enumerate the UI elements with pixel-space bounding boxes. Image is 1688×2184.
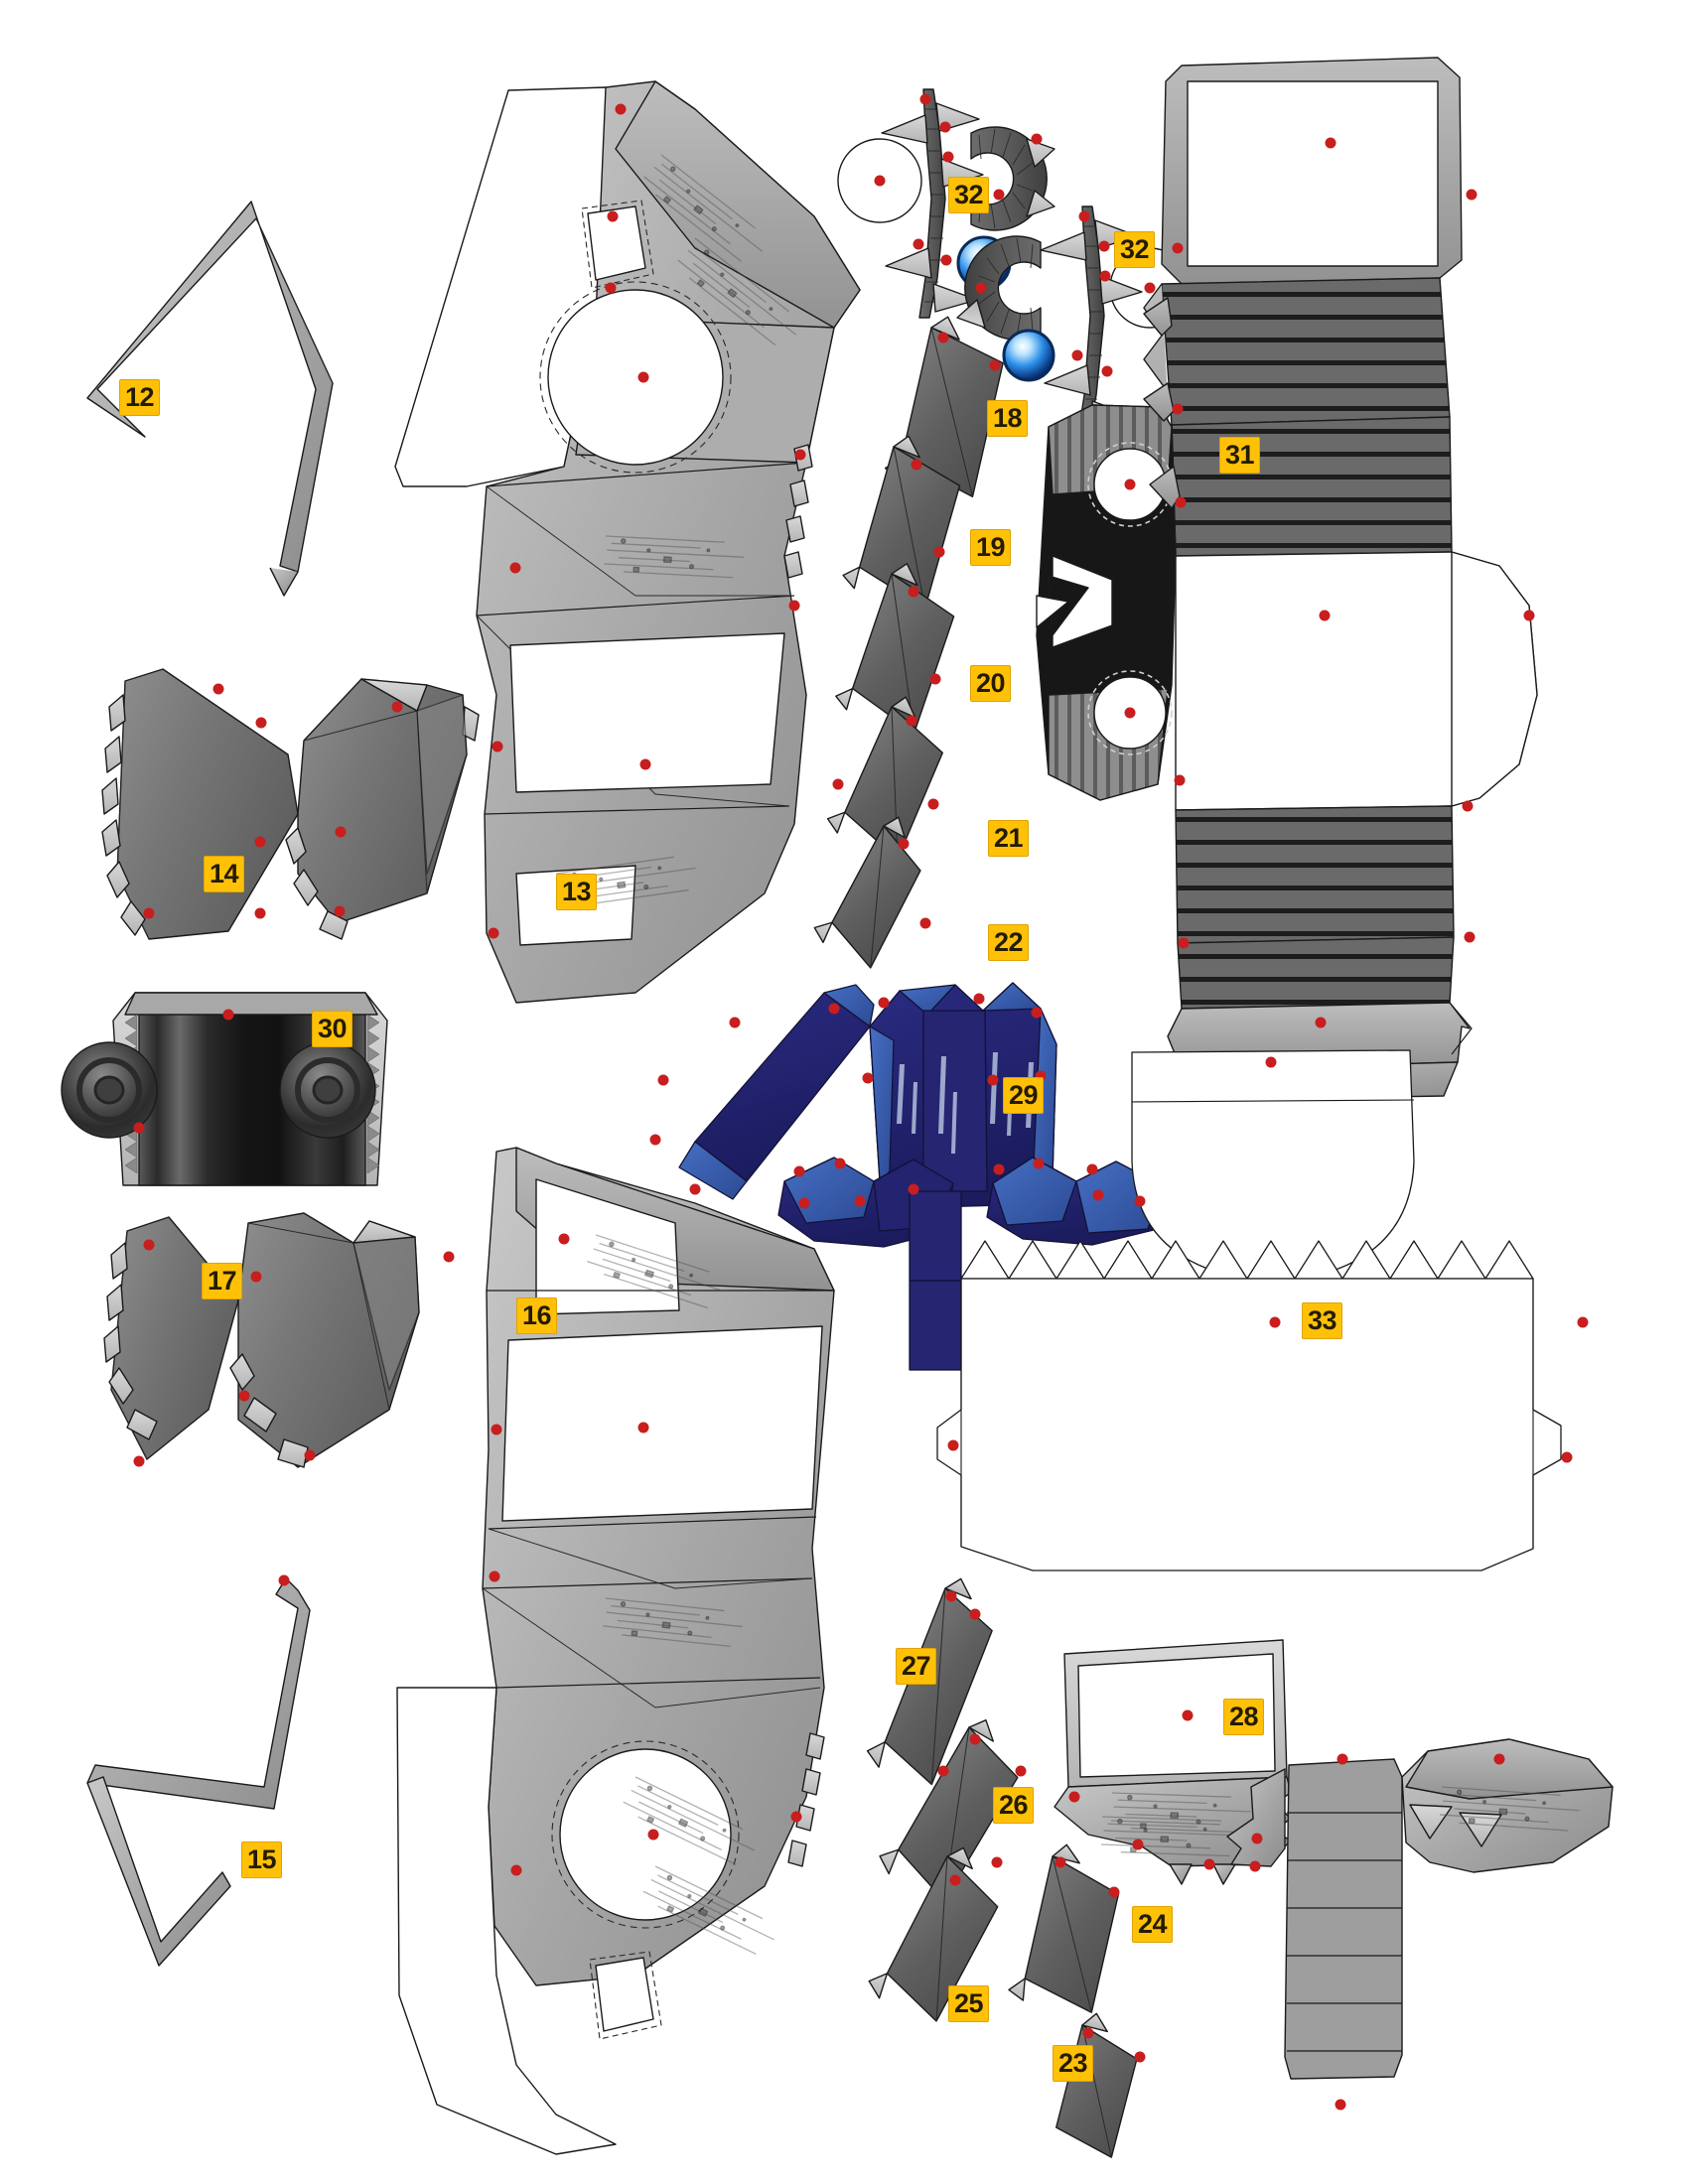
part-33-shape xyxy=(936,1049,1562,1571)
part-label-21[interactable]: 21 xyxy=(988,820,1030,857)
part-label-13[interactable]: 13 xyxy=(556,874,598,910)
part-label-24[interactable]: 24 xyxy=(1132,1906,1174,1943)
part-label-22[interactable]: 22 xyxy=(988,924,1030,961)
part-16-shape xyxy=(396,1147,835,2155)
part-label-28[interactable]: 28 xyxy=(1223,1699,1265,1735)
part-29-shape xyxy=(678,982,1163,1371)
part-13-shape xyxy=(394,80,861,1004)
part-17-shape xyxy=(103,1212,420,1468)
part-28-shape xyxy=(1054,1639,1614,2080)
part-15-shape xyxy=(86,1577,311,1967)
part-label-20[interactable]: 20 xyxy=(970,665,1012,702)
part-label-25[interactable]: 25 xyxy=(948,1985,990,2022)
part-label-23[interactable]: 23 xyxy=(1053,2045,1094,2082)
part-label-16[interactable]: 16 xyxy=(516,1297,558,1334)
part-label-19[interactable]: 19 xyxy=(970,529,1012,566)
part-label-18[interactable]: 18 xyxy=(987,400,1029,437)
part-label-17[interactable]: 17 xyxy=(202,1263,243,1299)
part-label-32b[interactable]: 32 xyxy=(1114,231,1156,268)
part-12-shape xyxy=(86,201,334,597)
blade-parts xyxy=(813,316,1138,2158)
part-label-12[interactable]: 12 xyxy=(119,379,161,416)
part-31-shape xyxy=(1036,57,1538,1101)
part-label-29[interactable]: 29 xyxy=(1003,1077,1045,1114)
part-label-33[interactable]: 33 xyxy=(1302,1302,1343,1339)
part-label-14[interactable]: 14 xyxy=(204,856,245,892)
part-label-15[interactable]: 15 xyxy=(241,1842,283,1878)
part-label-27[interactable]: 27 xyxy=(896,1648,937,1685)
part-label-32a[interactable]: 32 xyxy=(948,177,990,213)
part-14-shape xyxy=(101,668,480,940)
part-label-26[interactable]: 26 xyxy=(993,1787,1035,1824)
part-label-30[interactable]: 30 xyxy=(312,1011,353,1047)
part-label-31[interactable]: 31 xyxy=(1219,437,1261,474)
